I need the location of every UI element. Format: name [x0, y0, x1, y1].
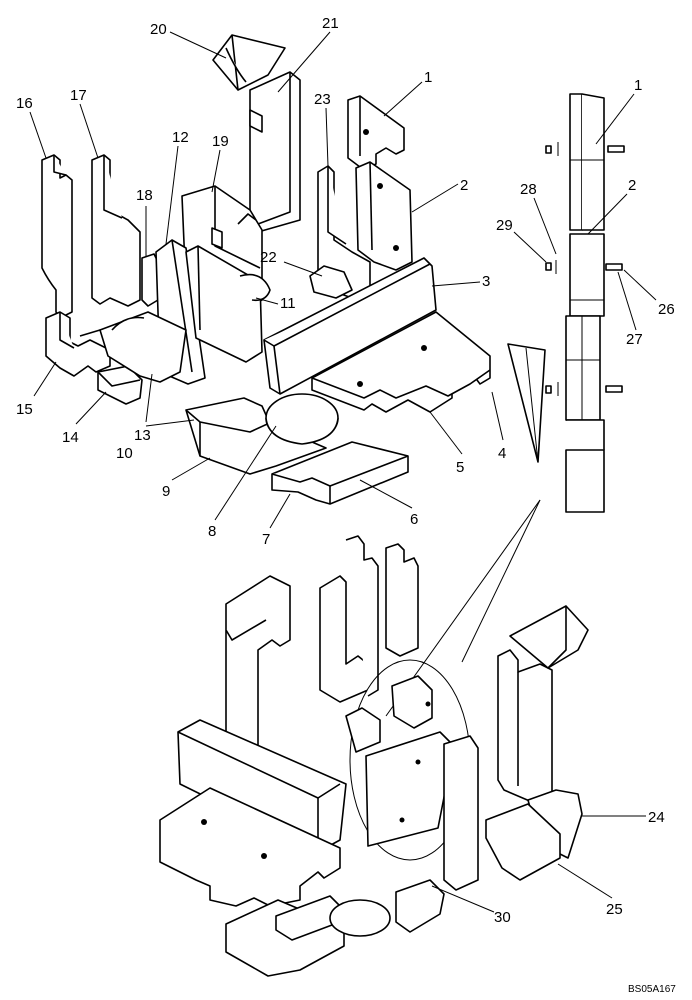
callout-19: 19	[212, 133, 229, 150]
part-1-plate	[347, 95, 405, 171]
part-23-plate	[317, 165, 371, 299]
callout-2-side: 2	[628, 177, 636, 194]
part-8-disc	[265, 393, 339, 445]
part-6-plate	[271, 441, 409, 505]
callout-15: 15	[16, 401, 33, 418]
callout-6: 6	[410, 511, 418, 528]
part-21-plate	[249, 71, 301, 233]
part-17-plate	[91, 154, 141, 307]
callout-17: 17	[70, 87, 87, 104]
callout-23: 23	[314, 91, 331, 108]
callout-26: 26	[658, 301, 675, 318]
fasteners	[545, 142, 625, 396]
callout-7: 7	[262, 531, 270, 548]
callout-5: 5	[456, 459, 464, 476]
drawing-code: BS05A167	[628, 984, 676, 995]
callout-22: 22	[260, 249, 277, 266]
part-11-curve	[239, 273, 271, 302]
callout-8: 8	[208, 523, 216, 540]
part-14-block	[97, 365, 143, 405]
callout-29: 29	[496, 217, 513, 234]
callout-14: 14	[62, 429, 79, 446]
part-13-base	[99, 311, 187, 383]
part-20-wedge	[212, 34, 286, 91]
side-column	[565, 93, 605, 513]
callout-20: 20	[150, 21, 167, 38]
callout-1: 1	[424, 69, 432, 86]
callout-24: 24	[648, 809, 665, 826]
part-16-plate	[41, 154, 73, 319]
lower-assembly-view	[159, 535, 589, 977]
callout-2: 2	[460, 177, 468, 194]
callout-12: 12	[172, 129, 189, 146]
callout-11: 11	[280, 295, 296, 312]
callout-labels: 1 2 3 4 5 6 7 8 9 10 11 12 13 14 15 16 1…	[16, 15, 676, 995]
callout-3: 3	[482, 273, 490, 290]
callout-9: 9	[162, 483, 170, 500]
upper-exploded-view	[41, 34, 491, 505]
callout-27: 27	[626, 331, 643, 348]
part-2-plate	[355, 161, 413, 271]
side-view	[385, 93, 625, 717]
callout-4: 4	[498, 445, 506, 462]
callout-16: 16	[16, 95, 33, 112]
callout-1-side: 1	[634, 77, 642, 94]
callout-21: 21	[322, 15, 339, 32]
part-22-block	[309, 265, 353, 299]
callout-18: 18	[136, 187, 153, 204]
part-4-wedge	[507, 343, 546, 463]
part-9-plate	[185, 397, 327, 475]
callout-25: 25	[606, 901, 623, 918]
callout-28: 28	[520, 181, 537, 198]
callout-30: 30	[494, 909, 511, 926]
part-3-beam	[263, 257, 437, 395]
callout-13: 13	[134, 427, 151, 444]
leader-lines	[29, 31, 657, 913]
callout-10: 10	[116, 445, 133, 462]
part-15-block	[45, 311, 111, 377]
part-5-base-plate	[311, 311, 491, 413]
